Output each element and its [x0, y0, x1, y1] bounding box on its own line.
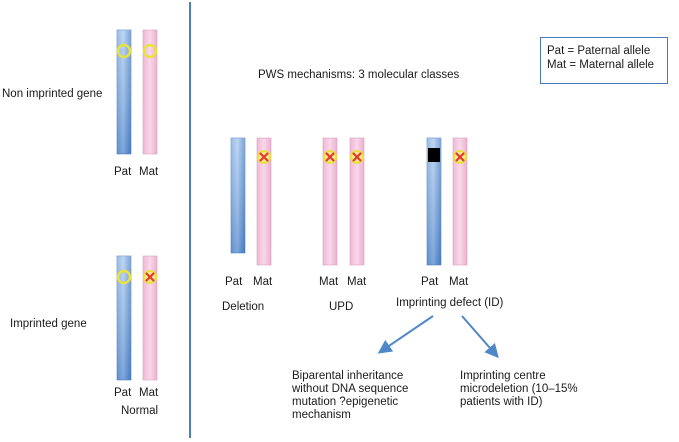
caption-normal: Normal: [121, 405, 159, 417]
silenced-gene-marker: [323, 150, 337, 164]
allele-label: Mat: [347, 276, 367, 288]
allele-label-mat: Mat: [139, 166, 159, 178]
caption-imprinting-defect: Imprinting defect (ID): [396, 297, 504, 309]
legend-paternal: Pat = Paternal allele: [547, 45, 651, 57]
allele-label-pat: Pat: [114, 387, 132, 399]
row-label-imprinted: Imprinted gene: [10, 318, 87, 330]
caption-upd: UPD: [329, 301, 354, 313]
allele-label: Mat: [319, 276, 339, 288]
outcome-biparental: Biparental inheritance without DNA seque…: [292, 370, 409, 421]
imprinting-defect-pair: [426, 137, 468, 266]
allele-label-pat: Pat: [114, 166, 132, 178]
legend-box: Pat = Paternal allele Mat = Maternal all…: [540, 37, 668, 84]
maternal-chromosome: [142, 255, 158, 381]
caption-deletion: Deletion: [222, 301, 265, 313]
allele-label: Mat: [253, 276, 273, 288]
diagram-title: PWS mechanisms: 3 molecular classes: [258, 69, 460, 81]
silenced-gene-marker: [350, 150, 364, 164]
maternal-chromosome: [452, 137, 468, 266]
upd-pair: [322, 137, 365, 266]
maternal-chromosome: [142, 29, 158, 155]
maternal-chromosome: [349, 137, 365, 266]
maternal-chromosome: [322, 137, 338, 266]
outcome-microdeletion: Imprinting centre microdeletion (10–15% …: [460, 370, 578, 408]
silenced-gene-marker: [257, 150, 271, 164]
row-label-non-imprinted: Non imprinted gene: [2, 88, 103, 100]
allele-label: Pat: [421, 276, 439, 288]
silenced-gene-marker: [453, 150, 467, 164]
active-gene-marker: [116, 43, 132, 59]
legend-maternal: Mat = Maternal allele: [547, 59, 655, 71]
imprinting-defect-block: [428, 148, 440, 162]
allele-label: Mat: [449, 276, 469, 288]
active-gene-marker: [116, 269, 132, 285]
arrow-to-microdeletion: [461, 315, 499, 359]
allele-label: Pat: [225, 276, 243, 288]
silenced-gene-marker: [143, 270, 157, 284]
maternal-chromosome: [256, 137, 272, 266]
deletion-pair: [230, 137, 272, 266]
arrow-to-biparental: [377, 315, 434, 354]
non-imprinted-pair: [116, 29, 158, 155]
imprinted-pair: [116, 255, 158, 381]
active-gene-marker: [142, 43, 158, 59]
allele-label-mat: Mat: [139, 387, 159, 399]
